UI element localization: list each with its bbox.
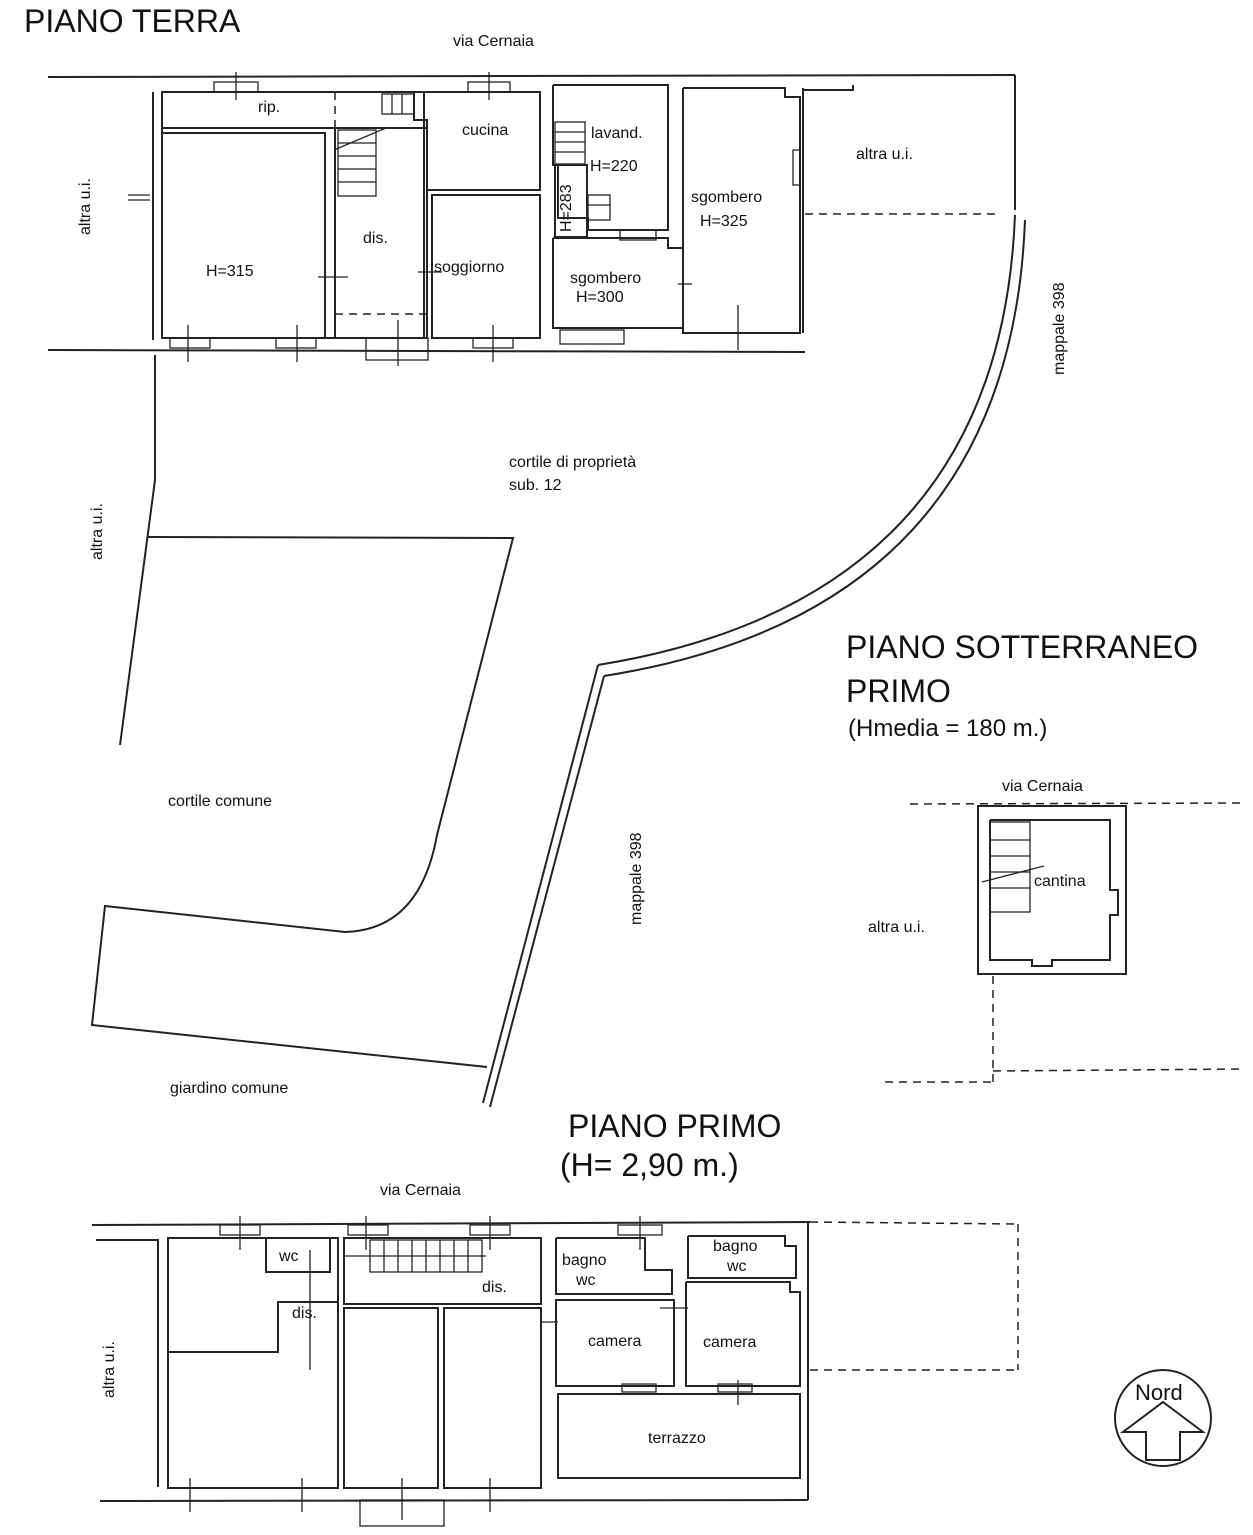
altra-ui-left-label: altra u.i. xyxy=(77,178,94,235)
room-bagno-2-wc: wc xyxy=(726,1258,747,1275)
stairs-ground xyxy=(333,93,415,197)
first-floor-plan: PIANO PRIMO (H= 2,90 m.) via Cernaia alt… xyxy=(91,1108,1019,1527)
north-arrow-icon xyxy=(1120,1400,1206,1461)
altra-ui-right-label: altra u.i. xyxy=(856,146,913,163)
courtyard-curve-outer xyxy=(597,214,1016,666)
room-dis-center-label: dis. xyxy=(482,1279,507,1296)
first-room-center-right xyxy=(443,1307,542,1489)
room-bagno-2-label: bagno xyxy=(713,1238,758,1255)
basement-street-label: via Cernaia xyxy=(1002,778,1083,795)
room-sgombero-325-label: sgombero xyxy=(691,189,762,206)
cortile-sub-label: sub. 12 xyxy=(509,477,562,494)
street-line-bottom xyxy=(47,349,806,353)
terrazzo xyxy=(557,1393,801,1479)
room-bagno-2 xyxy=(687,1235,797,1279)
room-bagno-1-label: bagno xyxy=(562,1252,607,1269)
room-sgombero-325-height: H=325 xyxy=(700,213,748,230)
compass-circle xyxy=(1114,1369,1212,1467)
first-altra-ui-label: altra u.i. xyxy=(101,1341,118,1398)
room-sgombero-300-label: sgombero xyxy=(570,270,641,287)
room-cucina xyxy=(413,91,541,191)
room-dis-left-label: dis. xyxy=(292,1305,317,1322)
room-cantina-label: cantina xyxy=(1034,873,1086,890)
room-cantina xyxy=(989,819,1119,967)
terrazzo-label: terrazzo xyxy=(648,1430,706,1447)
basement-height: (Hmedia = 180 m.) xyxy=(848,715,1047,742)
room-bagno-1 xyxy=(555,1237,673,1295)
compass-label: Nord xyxy=(1135,1380,1183,1405)
street-line-top xyxy=(47,74,1016,78)
stairs-first xyxy=(344,1239,486,1273)
first-floor-street-label: via Cernaia xyxy=(380,1182,461,1199)
room-sgombero-300-height: H=300 xyxy=(576,289,624,306)
first-room-center-left xyxy=(343,1307,439,1489)
cortile-comune-label: cortile comune xyxy=(168,793,272,810)
room-bagno-1-wc: wc xyxy=(575,1272,596,1289)
giardino-comune-label: giardino comune xyxy=(170,1080,288,1097)
room-rip-label: rip. xyxy=(258,99,280,116)
room-h315-label: H=315 xyxy=(206,263,254,280)
room-camera-1 xyxy=(555,1299,675,1387)
mappale-center-label: mappale 398 xyxy=(628,832,645,925)
basement-altra-ui-label: altra u.i. xyxy=(868,919,925,936)
first-left-block xyxy=(167,1237,339,1489)
stairs-basement xyxy=(981,821,1045,913)
basement-title-line1: PIANO SOTTERRANEO xyxy=(846,629,1198,665)
basement-outer-wall xyxy=(977,805,1127,975)
cortile-proprieta-label: cortile di proprietà xyxy=(509,454,636,471)
room-sgombero-325 xyxy=(682,87,801,334)
ground-floor-plan: PIANO TERRA via Cernaia altra u.i. rip. … xyxy=(24,3,1068,1108)
room-camera-1-label: camera xyxy=(588,1333,641,1350)
basement-plan: PIANO SOTTERRANEO PRIMO (Hmedia = 180 m.… xyxy=(846,629,1244,1083)
first-dis-center xyxy=(343,1237,542,1305)
altra-ui-courtyard-label: altra u.i. xyxy=(89,503,106,560)
room-dis-label: dis. xyxy=(363,230,388,247)
basement-title-line2: PRIMO xyxy=(846,673,951,709)
courtyard-curve-inner xyxy=(603,219,1026,677)
ground-floor-title: PIANO TERRA xyxy=(24,3,241,39)
room-lavand-height: H=220 xyxy=(590,158,638,175)
left-courtyard-boundary xyxy=(119,355,156,746)
first-street-line-top xyxy=(91,1221,811,1226)
cortile-comune-outline xyxy=(90,536,515,1068)
room-soggiorno-label: soggiorno xyxy=(434,259,504,276)
room-lavand-label: lavand. xyxy=(591,125,643,142)
room-wc-label: wc xyxy=(278,1248,299,1265)
room-wc xyxy=(265,1237,331,1273)
first-floor-title: PIANO PRIMO xyxy=(568,1108,781,1144)
compass: Nord xyxy=(1114,1369,1212,1467)
room-camera-2 xyxy=(685,1281,801,1387)
ground-floor-street-label: via Cernaia xyxy=(453,33,534,50)
room-h283-label: H=283 xyxy=(558,184,575,232)
first-floor-height: (H= 2,90 m.) xyxy=(560,1147,739,1183)
room-camera-2-label: camera xyxy=(703,1334,756,1351)
mappale-right-label: mappale 398 xyxy=(1051,282,1068,375)
first-street-line-bottom xyxy=(99,1499,809,1502)
room-h315 xyxy=(161,132,326,339)
entrance-door xyxy=(365,337,429,361)
room-cucina-label: cucina xyxy=(462,122,508,139)
